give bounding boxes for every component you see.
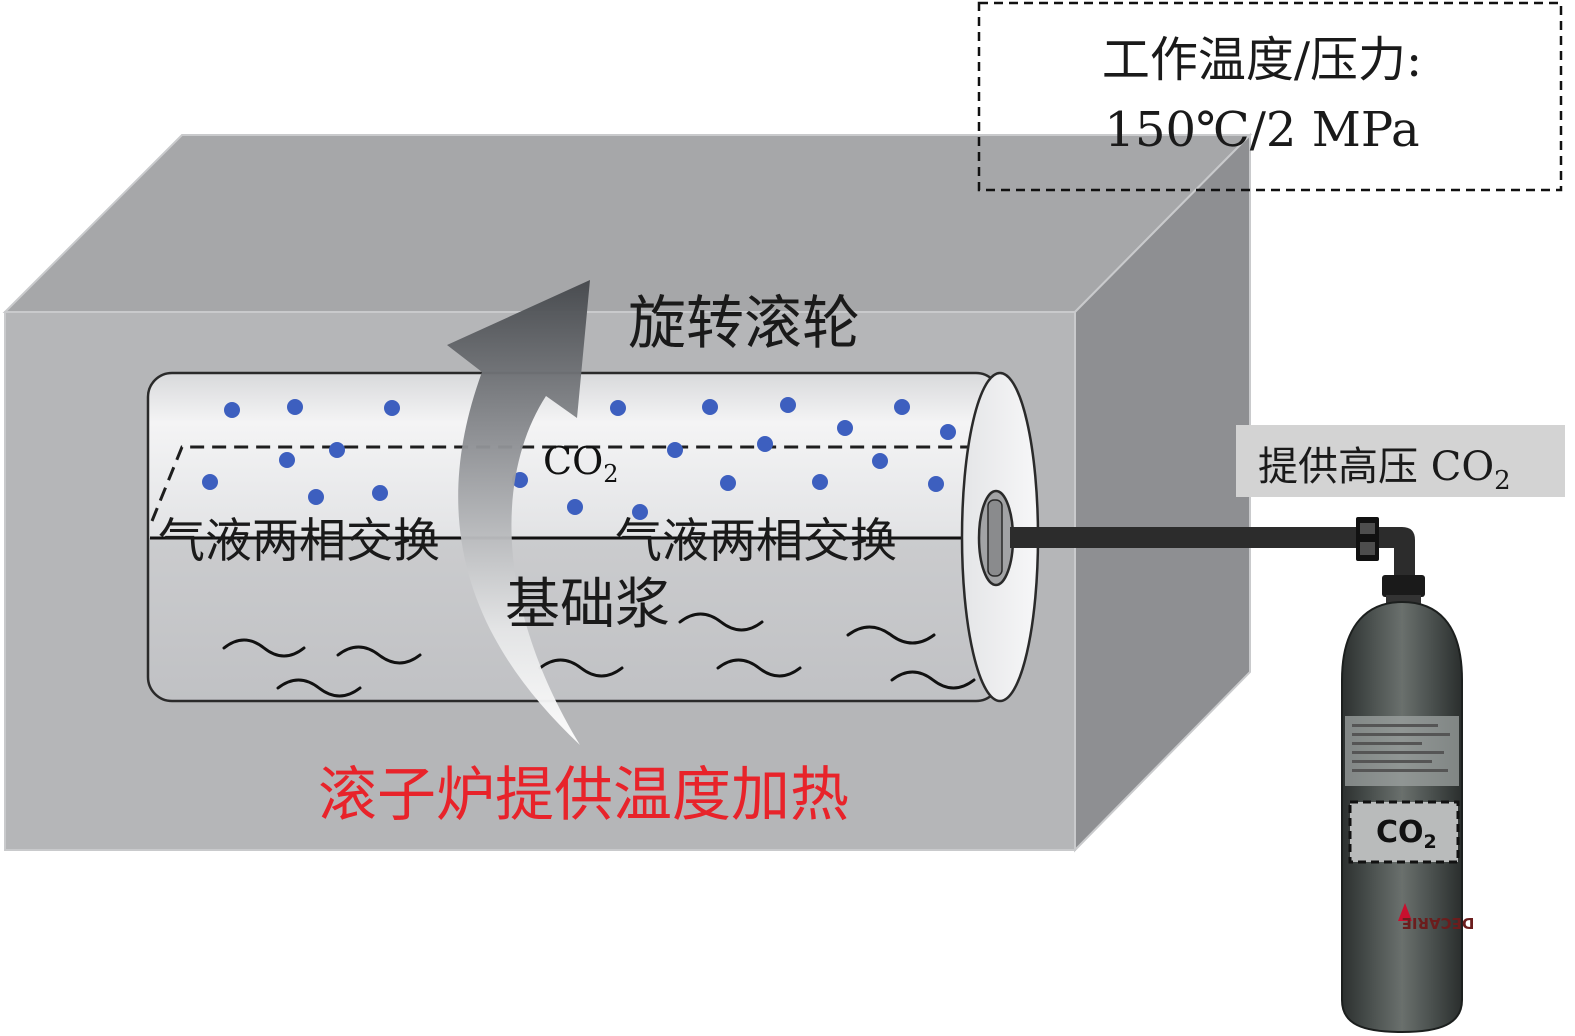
co2-bubble (940, 424, 956, 440)
furnace-top-face (2, 134, 1253, 313)
tank-info-label (1345, 716, 1459, 786)
co2-bubble (372, 485, 388, 501)
supply-label: 提供高压 CO2 (1258, 444, 1511, 496)
co2-bubbles (202, 397, 956, 520)
co2-bubble (279, 452, 295, 468)
slurry-wave (678, 612, 764, 632)
co2-bubble (872, 453, 888, 469)
co2-bubble (202, 474, 218, 490)
rotating-roller-label: 旋转滚轮 (628, 289, 860, 357)
co2-bubble (512, 472, 528, 488)
co2-supply-callout: 提供高压 CO2 (1236, 425, 1565, 497)
co2-bubble (329, 442, 345, 458)
base-slurry-label: 基础浆 (505, 572, 670, 636)
tank-co2-sub: 2 (1424, 831, 1437, 853)
slurry-wave (846, 625, 936, 645)
tank-co2-label: CO2 (1376, 815, 1437, 853)
slurry-phase-region (148, 538, 1000, 701)
slurry-wave (890, 670, 976, 690)
slurry-wave (276, 678, 362, 698)
conditions-line1: 工作温度/压力: (1102, 32, 1422, 88)
slurry-wave (538, 658, 624, 678)
slurry-wave (716, 658, 802, 678)
rotation-arrow (447, 280, 590, 745)
exchange-label-left: 气液两相交换 (158, 514, 440, 569)
heating-label: 滚子炉提供温度加热 (318, 760, 849, 829)
co2-bubble (632, 504, 648, 520)
co2-bubble (610, 400, 626, 416)
co2-bubble (287, 399, 303, 415)
co2-bubble (224, 402, 240, 418)
operating-conditions-box: 工作温度/压力: 150℃/2 MPa (977, 1, 1563, 192)
cylinder-end-fitting (977, 489, 1015, 587)
co2-bubble (837, 420, 853, 436)
rotating-roller-cylinder (146, 371, 1040, 703)
co2-bubble (567, 499, 583, 515)
tank-brand-text: DECARIE (1402, 914, 1475, 932)
regulator-fitting (1382, 575, 1425, 597)
valve (1356, 517, 1379, 561)
co2-bubble (720, 475, 736, 491)
gas-co2-sub: 2 (603, 460, 618, 488)
co2-bubble (928, 476, 944, 492)
tank-co2-main: CO (1376, 815, 1424, 850)
co2-bubble (757, 436, 773, 452)
co2-bubble (702, 399, 718, 415)
conditions-line2: 150℃/2 MPa (1104, 102, 1419, 158)
tank-brand-logo (1398, 903, 1412, 921)
slurry-wave (336, 645, 422, 665)
slurry-wave (222, 638, 306, 658)
co2-bubble (308, 489, 324, 505)
tank-co2-label-box (1348, 800, 1460, 864)
exchange-label-right: 气液两相交换 (615, 514, 897, 569)
supply-label-sub: 2 (1494, 466, 1511, 496)
supply-pipe (1010, 527, 1400, 548)
pipe-elbow (1379, 527, 1415, 580)
furnace-side-face (1074, 132, 1251, 853)
tank-neck (1386, 595, 1421, 605)
conditions-dashed-border (977, 1, 1563, 192)
supply-label-background (1236, 425, 1565, 497)
gas-co2-label: CO2 (543, 439, 619, 488)
co2-gas-cylinder: CO2 DECARIE (1341, 600, 1475, 1034)
co2-bubble (667, 442, 683, 458)
co2-bubble (894, 399, 910, 415)
co2-bubble (812, 474, 828, 490)
supply-label-main: 提供高压 CO (1258, 444, 1494, 490)
slurry-waves (222, 612, 976, 698)
co2-bubble (384, 400, 400, 416)
co2-bubble (780, 397, 796, 413)
co2-supply-line (1010, 517, 1425, 605)
gas-co2-main: CO (543, 439, 603, 483)
